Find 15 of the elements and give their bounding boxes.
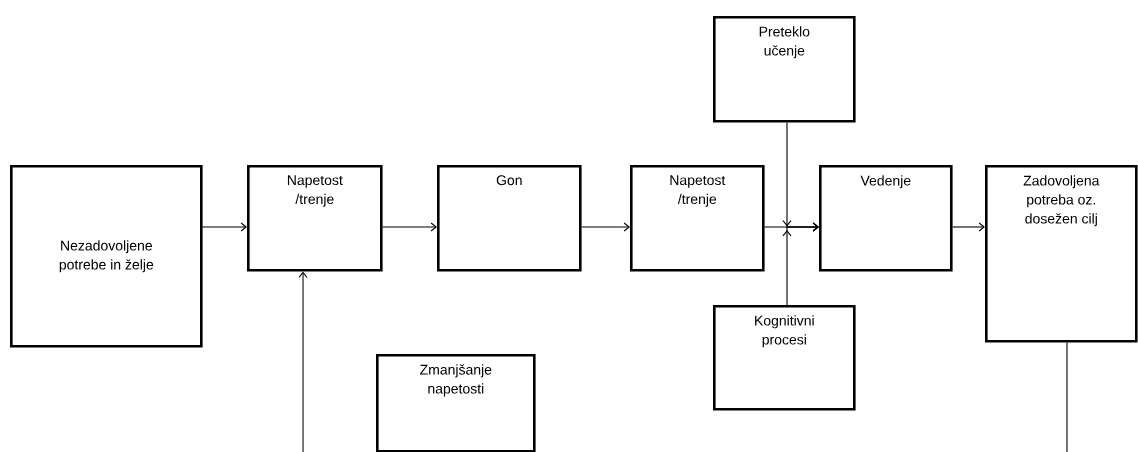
process-box: Zadovoljena potreba oz. dosežen cilj [985, 165, 1138, 343]
arrow [952, 222, 985, 232]
arrow [202, 222, 247, 232]
process-box: Preteklo učenje [713, 16, 856, 123]
process-box: Kognitivni procesi [713, 305, 856, 411]
process-box: Nezadovoljene potrebe in želje [10, 165, 203, 348]
process-box: Gon [437, 165, 582, 272]
process-box: Vedenje [819, 165, 953, 272]
process-box: Zmanjšanje napetosti [376, 354, 536, 452]
process-box: Napetost /trenje [247, 165, 383, 272]
arrow [382, 222, 437, 232]
arrow [581, 222, 630, 232]
process-box: Napetost /trenje [630, 165, 765, 272]
arrow [298, 271, 308, 452]
arrow [782, 222, 819, 306]
